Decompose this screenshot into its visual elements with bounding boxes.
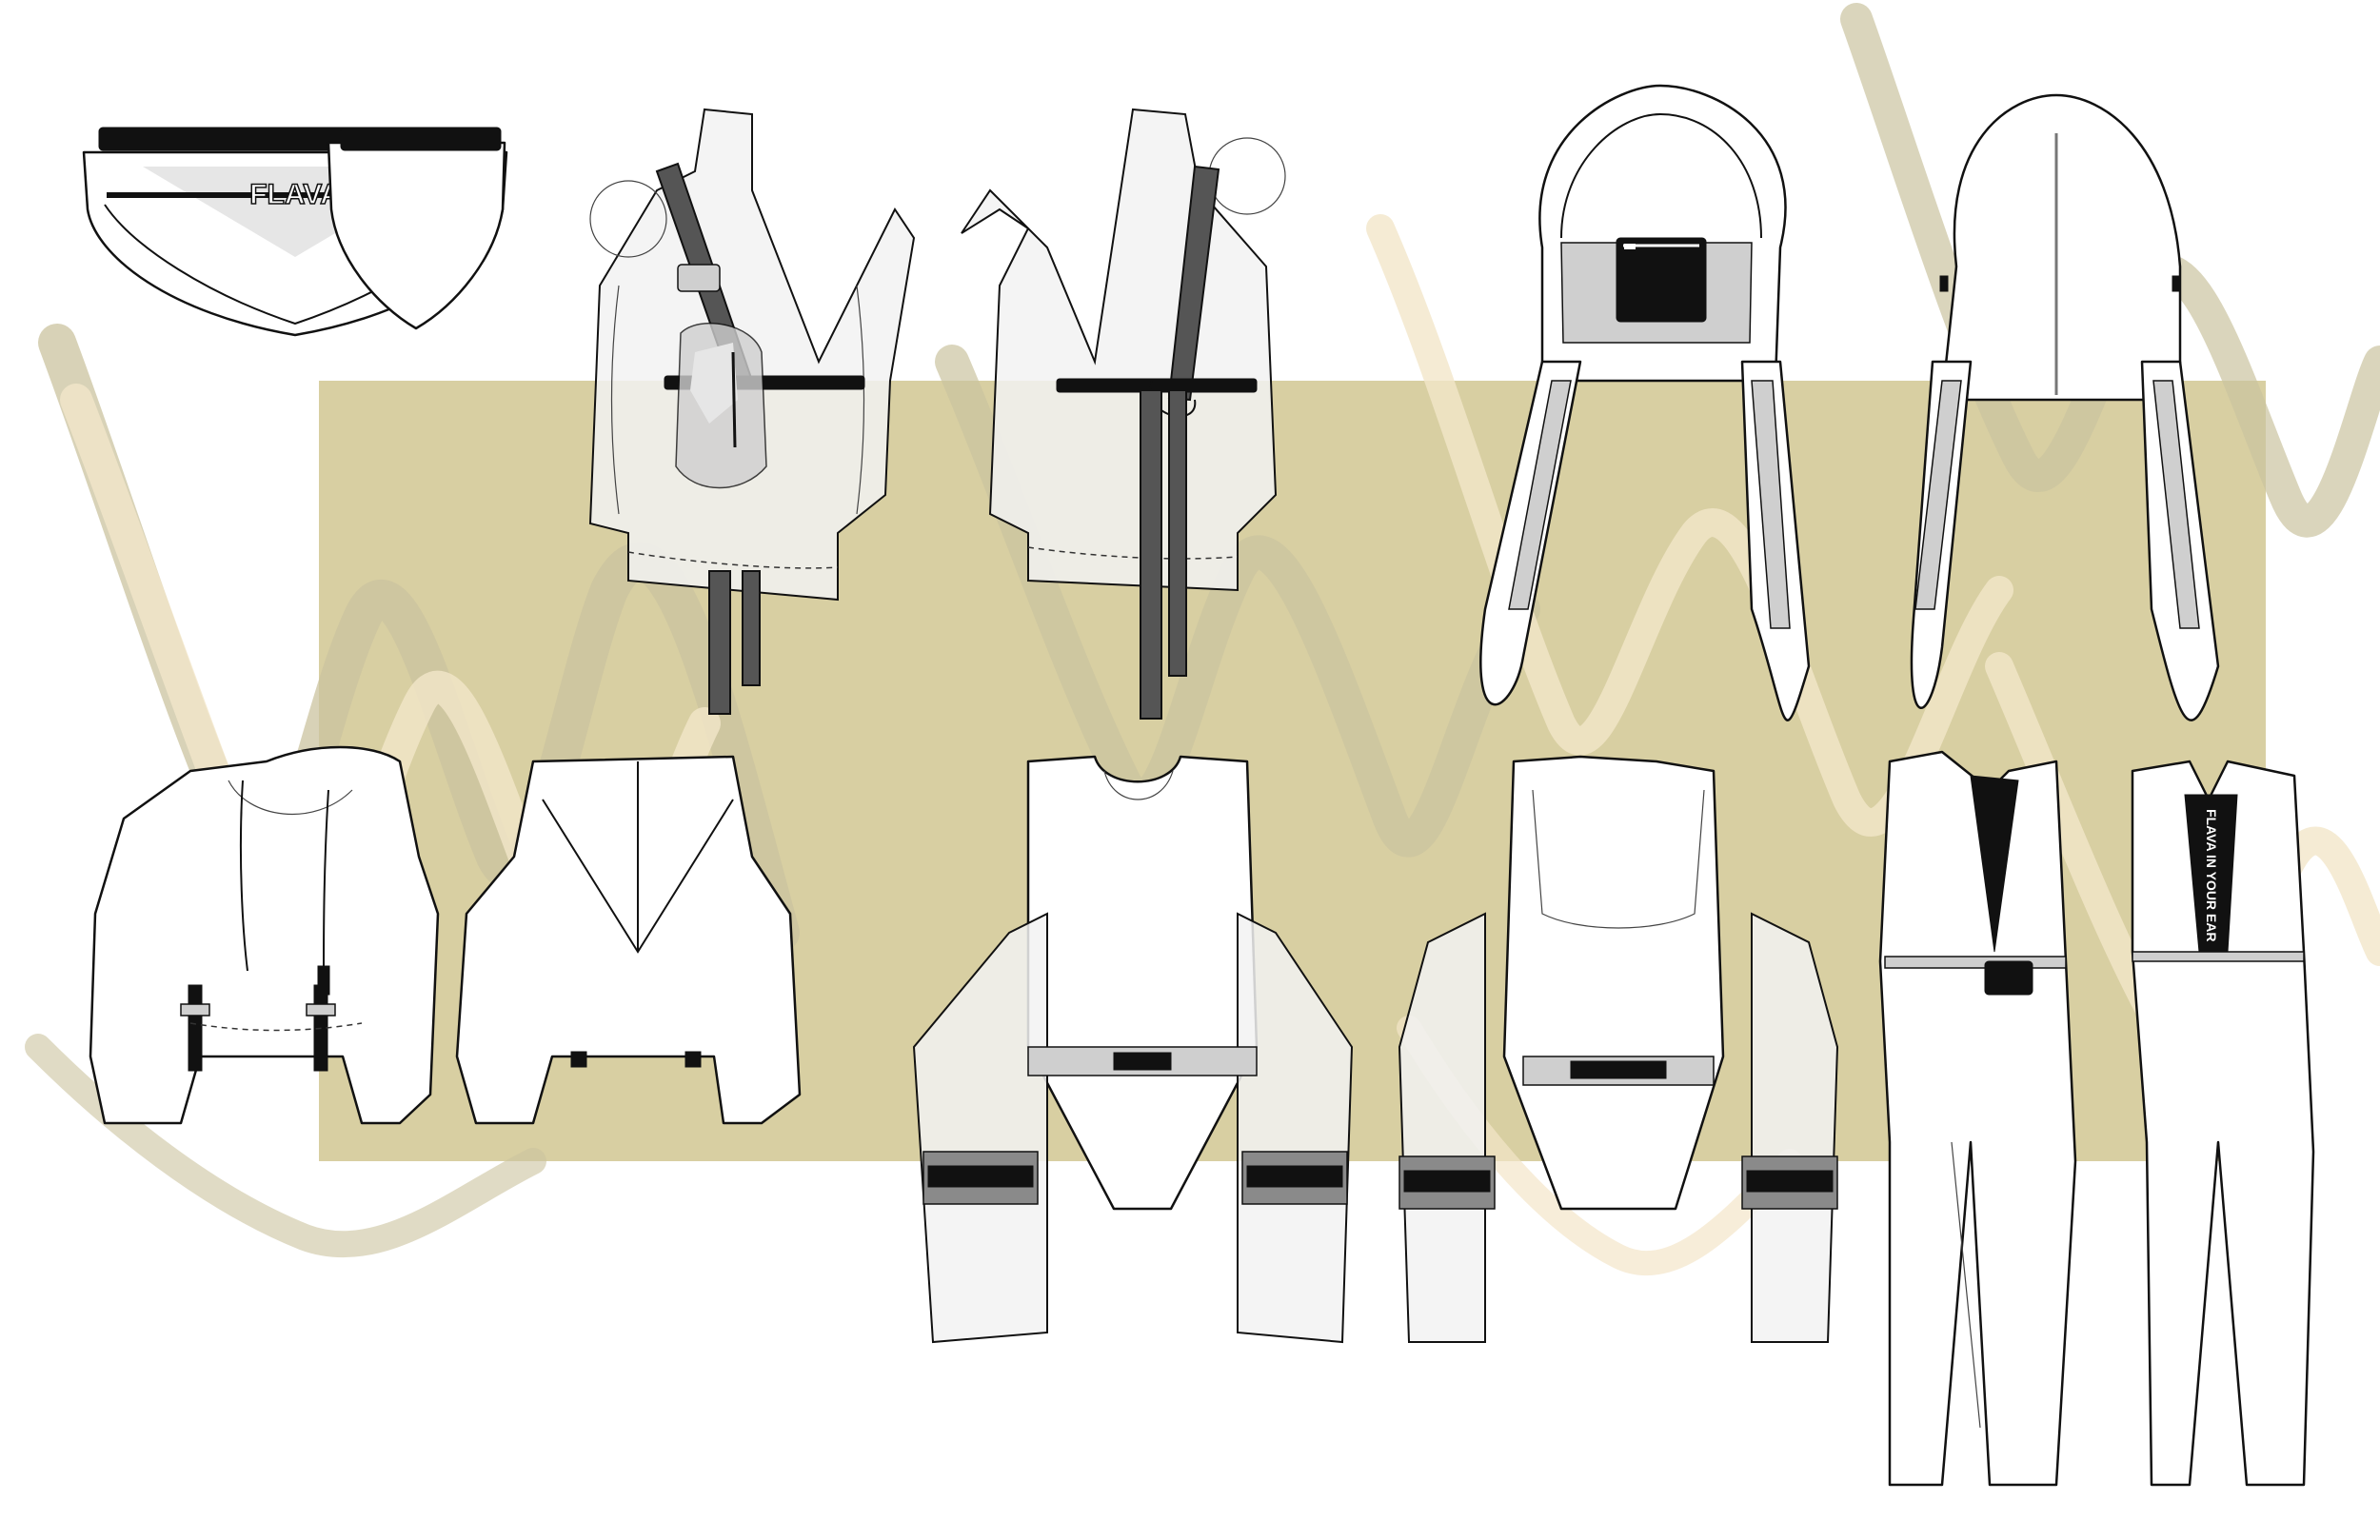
bra-logo: FLAVA xyxy=(249,179,341,210)
bra-back-sketch xyxy=(327,127,506,330)
hoodie-back-sketch xyxy=(455,755,802,1125)
jumpsuit-print-text: FLAVA IN YOUR EAR xyxy=(2204,809,2219,942)
jumpsuit-front-sketch xyxy=(1878,750,2077,1487)
hoodie-front-sketch xyxy=(89,745,440,1125)
bodysuit-back-sketch xyxy=(1398,755,1839,1343)
backpack-back-sketch xyxy=(1910,93,2220,721)
jumpsuit-back-sketch: FLAVA IN YOUR EAR xyxy=(2131,760,2315,1487)
sheer-jacket-back-sketch xyxy=(961,108,1286,720)
backpack-front-sketch xyxy=(1479,84,1811,721)
bodysuit-front-sketch xyxy=(912,755,1354,1344)
sheer-jacket-front-sketch xyxy=(588,108,916,715)
